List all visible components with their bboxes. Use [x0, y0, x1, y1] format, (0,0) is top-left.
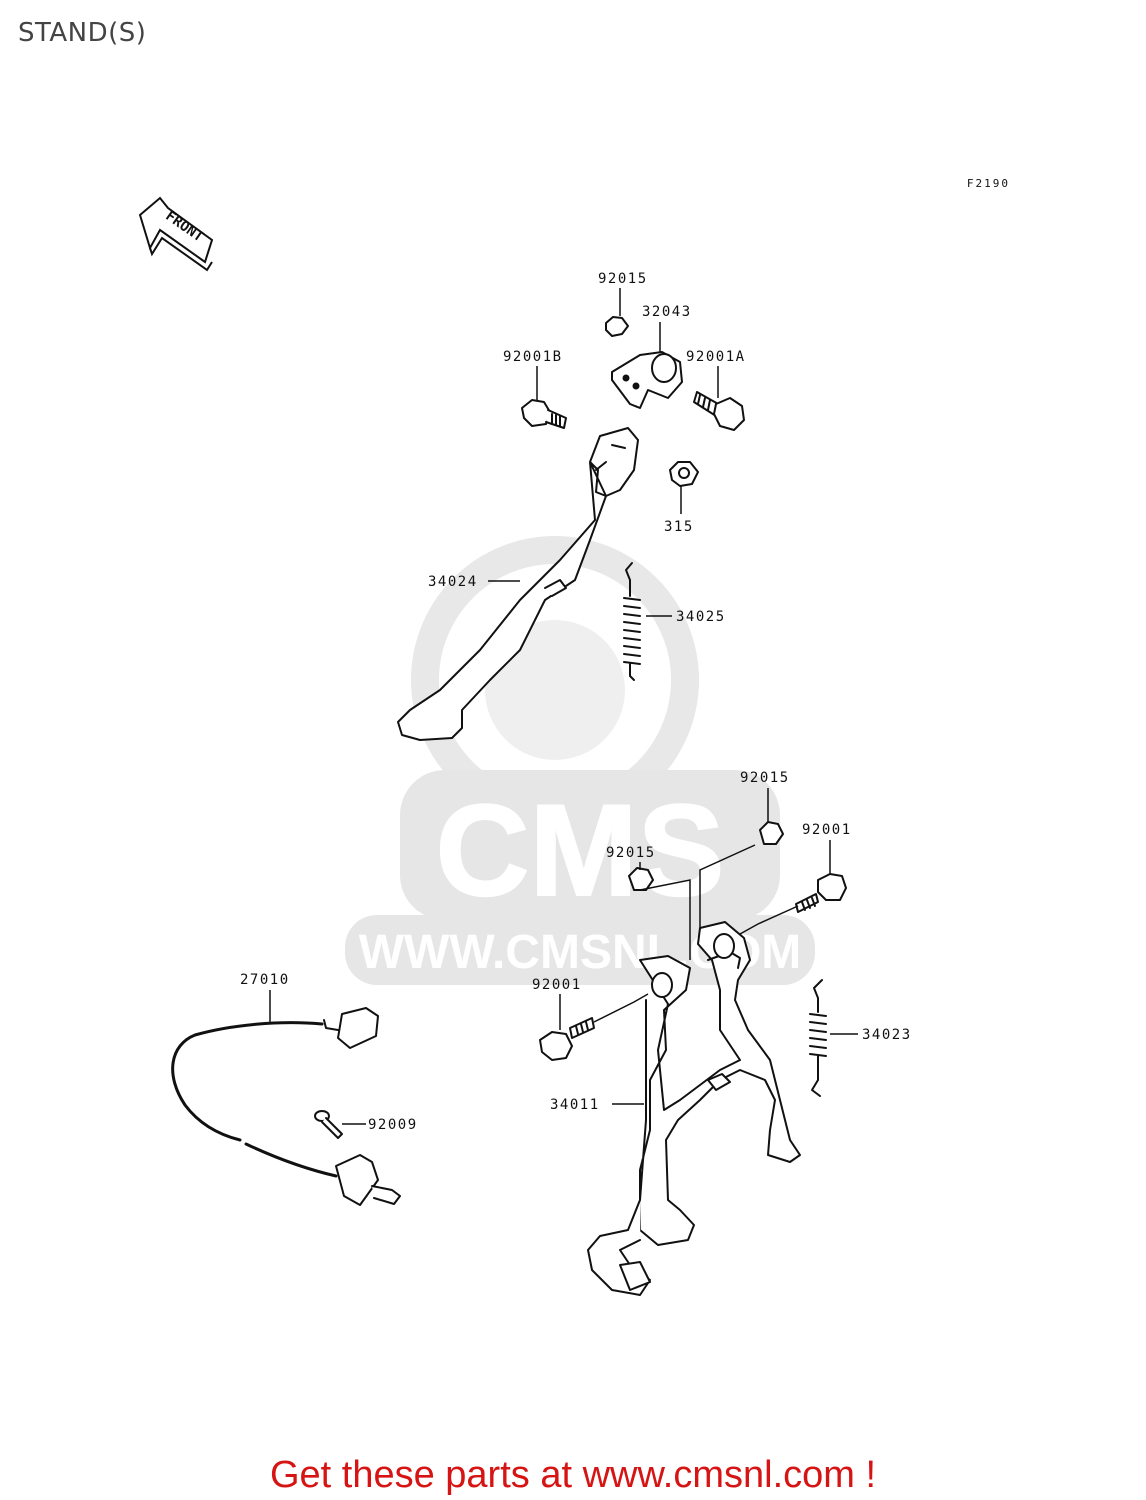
bolt-92001-left — [539, 1017, 595, 1061]
spring-34023 — [809, 979, 827, 1097]
part-label: 34023 — [862, 1027, 912, 1043]
nut-92015-mid — [628, 867, 654, 891]
page-title: STAND(S) — [18, 18, 147, 48]
footer-promo-link[interactable]: Get these parts at www.cmsnl.com ! — [269, 1454, 877, 1496]
part-labels: 92015 32043 92001B 92001A 315 34024 3402… — [240, 271, 912, 1133]
watermark-logo: CMS — [436, 777, 725, 923]
bolt-92001a — [693, 391, 745, 431]
front-arrow: FRONT — [138, 196, 214, 272]
part-label: 92001B — [503, 349, 563, 365]
part-label: 34025 — [676, 609, 726, 625]
part-label: 92001A — [686, 349, 746, 365]
part-label: 32043 — [642, 304, 692, 320]
part-label: 92009 — [368, 1117, 418, 1133]
figure-code: F2190 — [966, 177, 1010, 190]
screw-92009 — [314, 1110, 343, 1139]
bolt-92001b — [521, 399, 567, 429]
part-label: 315 — [664, 519, 694, 535]
spring-34025 — [623, 562, 641, 681]
part-label: 92001 — [532, 977, 582, 993]
part-label: 34024 — [428, 574, 478, 590]
side-stand-34024 — [397, 427, 639, 741]
part-label: 92015 — [598, 271, 648, 287]
part-label: 34011 — [550, 1097, 600, 1113]
bolt-92001-right — [795, 873, 847, 913]
watermark: CMS WWW.CMSNL.COM — [345, 536, 815, 985]
switch-27010 — [171, 1007, 401, 1206]
part-label: 92015 — [606, 845, 656, 861]
nut-92015-top — [605, 316, 629, 337]
leader-lines — [269, 288, 858, 1125]
part-label: 92015 — [740, 770, 790, 786]
part-label: 27010 — [240, 972, 290, 988]
parts-drawing — [171, 316, 847, 1296]
part-label: 92001 — [802, 822, 852, 838]
